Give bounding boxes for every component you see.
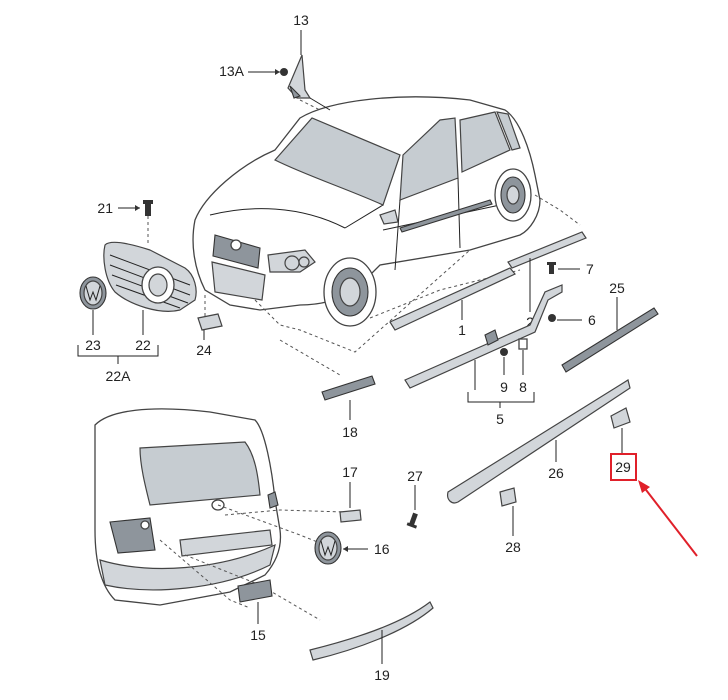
- part-28-cap: [499, 487, 517, 536]
- clip-6-icon: [548, 314, 556, 322]
- callout-21: 21: [97, 200, 113, 216]
- callout-22A: 22A: [106, 368, 132, 384]
- clip-13A-icon: [280, 68, 288, 76]
- callout-25: 25: [609, 280, 625, 296]
- callout-18: 18: [342, 424, 358, 440]
- part-23-vw-emblem: [79, 276, 107, 335]
- callout-22: 22: [135, 337, 151, 353]
- callout-29: 29: [615, 459, 631, 475]
- callout-7: 7: [586, 261, 594, 277]
- callout-5: 5: [496, 411, 504, 427]
- dashed-relations-front: [204, 99, 581, 376]
- callout-28: 28: [505, 539, 521, 555]
- callout-16: 16: [374, 541, 390, 557]
- highlight-box-29: [610, 453, 637, 481]
- callout-26: 26: [548, 465, 564, 481]
- part-29-cap: [610, 407, 631, 454]
- part-1-door-molding: [389, 267, 516, 331]
- highlight-arrow: [638, 480, 698, 557]
- clip-9-icon: [500, 348, 508, 356]
- part-27-screw: [406, 485, 418, 529]
- callout-2: 2: [526, 314, 534, 330]
- callout-8: 8: [519, 379, 527, 395]
- callout-15: 15: [250, 627, 266, 643]
- part-16-vw-emblem: [314, 531, 368, 565]
- part-7-screw: [547, 262, 580, 274]
- part-26-side-skirt: [447, 379, 631, 504]
- part-22-grille: [103, 241, 197, 335]
- part-24-trim-cap: [197, 313, 223, 340]
- part-2-rear-door-molding: [507, 231, 587, 312]
- part-21-bolt: [118, 200, 153, 245]
- part-15-trim-panel: [237, 579, 273, 624]
- callout-13: 13: [293, 12, 309, 28]
- callout-27: 27: [407, 468, 423, 484]
- clip-8-icon: [518, 338, 528, 350]
- part-5-sill-trim: [404, 284, 582, 408]
- callout-23: 23: [85, 337, 101, 353]
- callout-17: 17: [342, 464, 358, 480]
- callout-1: 1: [458, 322, 466, 338]
- part-13-mirror-trim: [248, 30, 331, 111]
- callout-9: 9: [500, 379, 508, 395]
- callout-13A: 13A: [219, 63, 245, 79]
- callout-6: 6: [588, 312, 596, 328]
- car-front-view: [192, 96, 541, 327]
- bracket-22A: [77, 345, 159, 364]
- part-25-window-strip: [561, 297, 659, 373]
- part-17-badge: [339, 482, 362, 523]
- part-18-trim: [321, 375, 376, 420]
- part-19-bumper-strip: [309, 601, 434, 664]
- car-rear-view: [94, 408, 282, 606]
- callout-24: 24: [196, 342, 212, 358]
- callout-19: 19: [374, 667, 390, 683]
